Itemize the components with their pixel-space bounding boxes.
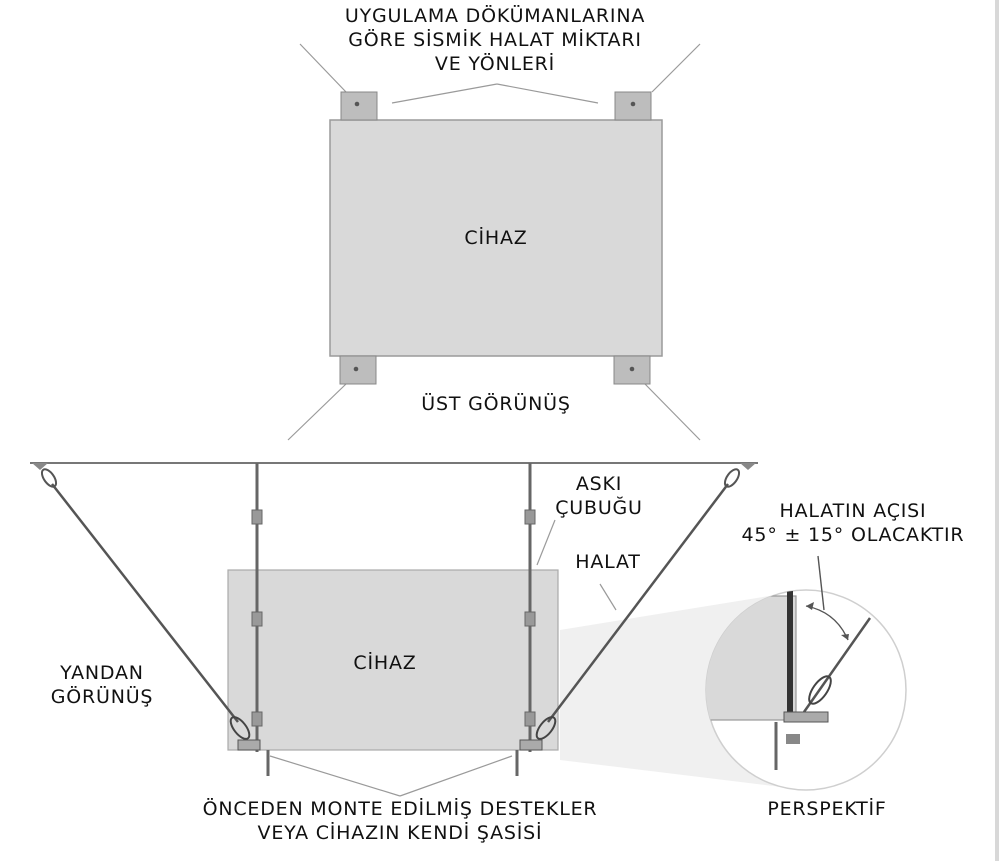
perspective-detail xyxy=(705,555,907,791)
top-note-line-2: GÖRE SİSMİK HALAT MİKTARI xyxy=(348,29,642,51)
bottom-note-line-1: ÖNCEDEN MONTE EDİLMİŞ DESTEKLER xyxy=(202,798,598,820)
leader-line-bottom-right xyxy=(644,383,701,441)
page-edge xyxy=(995,0,999,861)
leader-line-top-left xyxy=(299,43,347,93)
side-view xyxy=(30,462,806,797)
bottom-note-label: ÖNCEDEN MONTE EDİLMİŞ DESTEKLER VEYA CİH… xyxy=(150,797,650,845)
leader-line-support-left xyxy=(269,755,401,797)
top-bracket-tl xyxy=(340,91,378,121)
seismic-cable-right xyxy=(547,483,729,723)
leader-line-rod xyxy=(536,519,556,566)
hanger-rod-line-1: ASKI xyxy=(575,473,623,495)
hanger-rod-right xyxy=(524,463,536,752)
cable-fitting-left xyxy=(229,716,270,776)
top-note-line-3: VE YÖNLERİ xyxy=(434,53,556,75)
top-note-label: UYGULAMA DÖKÜMANLARINA GÖRE SİSMİK HALAT… xyxy=(290,4,700,76)
zoom-cable xyxy=(802,617,872,713)
bracket-hole-icon xyxy=(353,366,359,372)
side-view-line-1: YANDAN xyxy=(60,662,144,684)
hanger-rod-left xyxy=(251,463,263,752)
cable-fitting-right xyxy=(515,716,557,776)
cable-label: HALAT xyxy=(575,551,641,573)
leader-line-angle xyxy=(817,555,825,611)
bracket-hole-icon xyxy=(630,101,636,107)
top-note-line-1: UYGULAMA DÖKÜMANLARINA xyxy=(344,5,646,27)
side-view-label: YANDAN GÖRÜNÜŞ xyxy=(30,661,174,709)
leader-line-note-right xyxy=(496,83,599,104)
ceiling-anchor-left xyxy=(32,463,58,488)
leader-line-support-right xyxy=(399,755,513,797)
hanger-rod-line-2: ÇUBUĞU xyxy=(555,497,643,519)
top-view-label: ÜST GÖRÜNÜŞ xyxy=(421,393,571,415)
side-device-label: CİHAZ xyxy=(353,652,417,674)
leader-line-note-left xyxy=(391,83,498,104)
leader-line-bottom-left xyxy=(287,383,347,441)
cable-angle-line-2: 45° ± 15° OLACAKTIR xyxy=(741,524,965,546)
cable-angle-label: HALATIN AÇISI 45° ± 15° OLACAKTIR xyxy=(712,499,994,547)
top-device-box xyxy=(329,119,663,357)
leader-line-top-right xyxy=(651,43,701,93)
side-view-line-2: GÖRÜNÜŞ xyxy=(50,686,154,708)
top-view xyxy=(287,43,701,441)
top-device-label: CİHAZ xyxy=(464,227,528,249)
hanger-rod-label: ASKI ÇUBUĞU xyxy=(552,472,646,520)
bracket-hole-icon xyxy=(629,366,635,372)
bottom-note-line-2: VEYA CİHAZIN KENDİ ŞASİSİ xyxy=(257,822,543,844)
leader-line-cable xyxy=(599,583,617,611)
side-device-box xyxy=(227,569,559,751)
bracket-hole-icon xyxy=(354,101,360,107)
perspective-label: PERSPEKTİF xyxy=(767,798,887,820)
cable-angle-line-1: HALATIN AÇISI xyxy=(779,500,927,522)
seismic-cable-left xyxy=(51,483,239,723)
